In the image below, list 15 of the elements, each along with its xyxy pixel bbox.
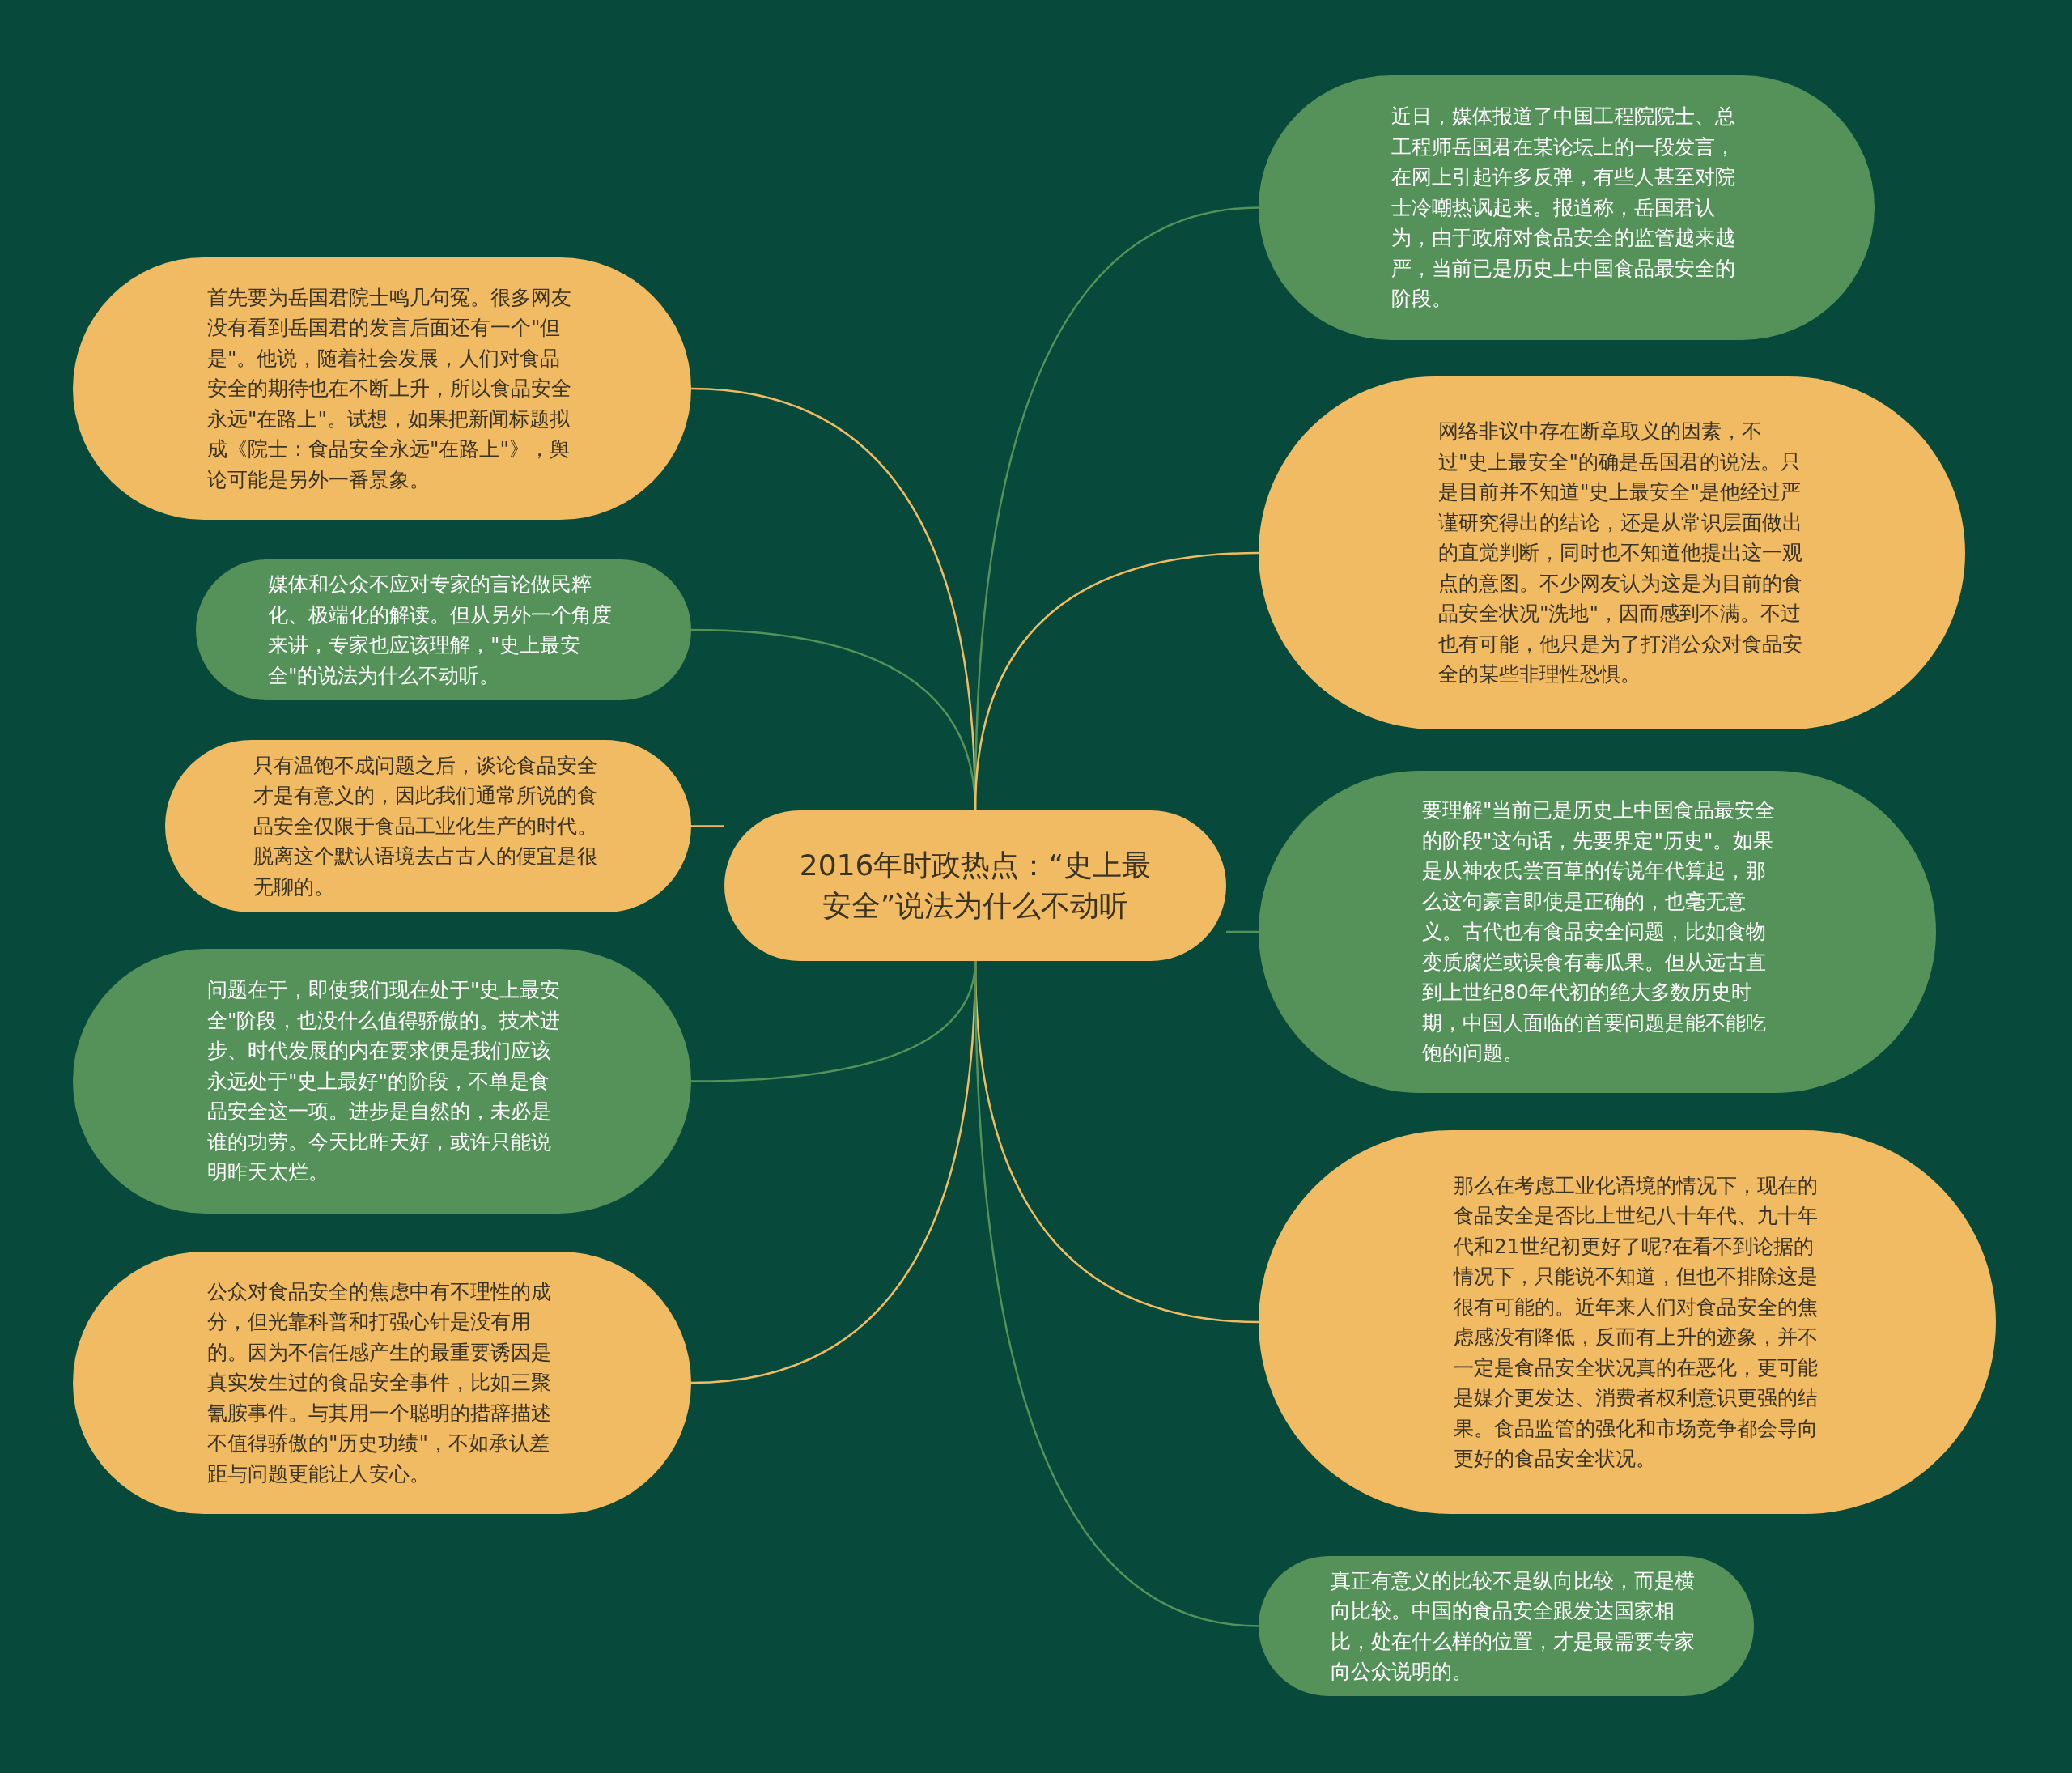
topic-text: 真正有意义的比较不是纵向比较，而是横向比较。中国的食品安全跟发达国家相比，处在什么样的位置，才是最需要专家向公众说明的。 (1331, 1567, 1695, 1685)
connector-line (974, 551, 1259, 811)
topic-text: 首先要为岳国君院士鸣几句冤。很多网友没有看到岳国君的发言后面还有一个"但是"。他说，随着社会发展，人们对食品安全的期待也在不断上升，所以食品安全永远"在路上"。试想，如果把新闻标题拟成《院士：食品安全永远"在路上"》，舆论可能是另外一番景象。 (207, 284, 571, 493)
topic-text: 问题在于，即使我们现在处于"史上最安全"阶段，也没什么值得骄傲的。技术进步、时代发展的内在要求便是我们应该永远处于"史上最好"的阶段，不单是食品安全这一项。进步是自然的，未必是谁的功劳。今天比昨天好，或许只能说明昨天太烂。 (207, 977, 562, 1185)
connector-line (974, 960, 1259, 1627)
topic-text: 那么在考虑工业化语境的情况下，现在的食品安全是否比上世纪八十年代、九十年代和21世纪初更好了呢?在看不到论据的情况下，只能说不知道，但也不排除这是很有可能的。近年来人们对食品安全的焦虑感没有降低，反而有上升的迹象，并不一定是食品安全状况真的在恶化，更可能是媒介更发达、消费者权利意识更强的结果。食品监管的强化和市场竞争都会导向更好的食品安全状况。 (1454, 1172, 1819, 1472)
connector-line (1226, 930, 1259, 933)
central-topic-text: 2016年时政热点：“史上最安全”说法为什么不动听 (798, 848, 1153, 924)
topic-text: 近日，媒体报道了中国工程院院士、总工程师岳国君在某论坛上的一段发言，在网上引起许多反弹，有些人甚至对院士冷嘲热讽起来。报道称，岳国君认为，由于政府对食品安全的监管越来越严，当前已是历史上中国食品最安全的阶段。 (1391, 104, 1736, 312)
topic-text: 媒体和公众不应对专家的言论做民粹化、极端化的解读。但从另外一个角度来讲，专家也应该理解，"史上最安全"的说法为什么不动听。 (268, 572, 613, 689)
topic-text: 只有温饱不成问题之后，谈论食品安全才是有意义的，因此我们通常所说的食品安全仅限于食品工业化生产的时代。脱离这个默认语境去占古人的便宜是很无聊的。 (253, 752, 598, 900)
topic-text: 要理解"当前已是历史上中国食品最安全的阶段"这句话，先要界定"历史"。如果是从神农氏尝百草的传说年代算起，那么这句豪言即使是正确的，也毫无意义。古代也有食品安全问题，比如食物变质腐烂或误食有毒瓜果。但从远古直到上世纪80年代初的绝大多数历史时期，中国人面临的首要问题是能不能吃饱的问题。 (1422, 797, 1777, 1066)
topic-text: 网络非议中存在断章取义的因素，不过"史上最安全"的确是岳国君的说法。只是目前并不知道"史上最安全"是他经过严谨研究得出的结论，还是从常识层面做出的直觉判断，同时也不知道他提出这一观点的意图。不少网友认为这是为目前的食品安全状况"洗地"，因而感到不满。不过也有可能，他只是为了打消公众对食品安全的某些非理性恐惧。 (1438, 419, 1802, 687)
connector-line (691, 825, 724, 827)
topic-text: 公众对食品安全的焦虑中有不理性的成分，但光靠科普和打强心针是没有用的。因为不信任感产生的最重要诱因是真实发生过的食品安全事件，比如三聚氰胺事件。与其用一个聪明的措辞描述不值得骄傲的"历史功绩"，不如承认差距与问题更能让人安心。 (207, 1278, 552, 1487)
